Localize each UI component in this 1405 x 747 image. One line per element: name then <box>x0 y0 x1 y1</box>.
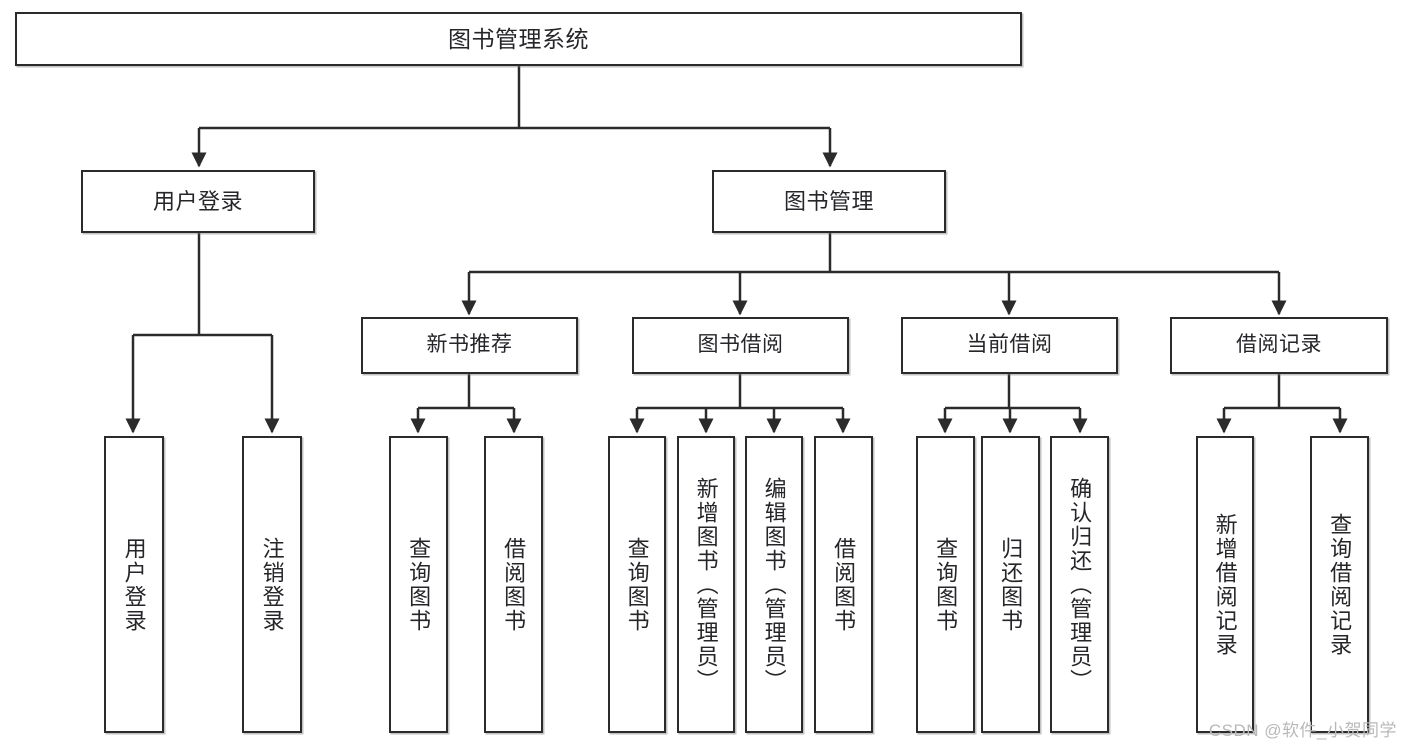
node-leaf-query-book-3-label: 查询图书 <box>933 536 959 633</box>
node-book-manage-label: 图书管理 <box>783 188 874 214</box>
node-leaf-return-book-label: 归还图书 <box>998 536 1024 633</box>
node-leaf-logout-login[interactable]: 注销登录 <box>242 436 302 733</box>
node-leaf-logout-login-label: 注销登录 <box>259 536 285 633</box>
node-leaf-add-record-label: 新增借阅记录 <box>1212 512 1238 657</box>
node-leaf-query-book-2-label: 查询图书 <box>624 536 650 633</box>
node-leaf-edit-book[interactable]: 编辑图书（管理员） <box>745 436 803 733</box>
node-leaf-add-book-label: 新增图书（管理员） <box>693 476 719 693</box>
node-leaf-edit-book-label: 编辑图书（管理员） <box>761 476 787 693</box>
node-leaf-user-login-label: 用户登录 <box>121 536 147 633</box>
node-borrow-record-label: 借阅记录 <box>1236 333 1322 357</box>
node-current-borrow-label: 当前借阅 <box>966 333 1053 357</box>
node-leaf-confirm-return-label: 确认归还（管理员） <box>1067 476 1093 693</box>
watermark-text: CSDN @软件_小贺同学 <box>1208 721 1397 740</box>
node-leaf-query-record-label: 查询借阅记录 <box>1327 512 1353 657</box>
node-new-book-recommend-label: 新书推荐 <box>426 333 513 357</box>
node-leaf-confirm-return[interactable]: 确认归还（管理员） <box>1050 436 1109 733</box>
node-leaf-query-record[interactable]: 查询借阅记录 <box>1310 436 1369 733</box>
node-leaf-add-record[interactable]: 新增借阅记录 <box>1196 436 1254 733</box>
node-leaf-query-book-3[interactable]: 查询图书 <box>916 436 975 733</box>
node-book-borrow[interactable]: 图书借阅 <box>632 317 849 374</box>
node-root[interactable]: 图书管理系统 <box>15 12 1022 66</box>
node-leaf-borrow-book-1[interactable]: 借阅图书 <box>484 436 543 733</box>
node-leaf-return-book[interactable]: 归还图书 <box>981 436 1040 733</box>
node-leaf-borrow-book-2-label: 借阅图书 <box>831 536 857 633</box>
node-leaf-query-book-1-label: 查询图书 <box>406 536 432 633</box>
node-leaf-query-book-2[interactable]: 查询图书 <box>608 436 666 733</box>
node-book-manage[interactable]: 图书管理 <box>712 170 946 233</box>
node-leaf-add-book[interactable]: 新增图书（管理员） <box>677 436 735 733</box>
node-new-book-recommend[interactable]: 新书推荐 <box>361 317 578 374</box>
node-borrow-record[interactable]: 借阅记录 <box>1170 317 1388 374</box>
node-leaf-query-book-1[interactable]: 查询图书 <box>389 436 448 733</box>
node-leaf-borrow-book-2[interactable]: 借阅图书 <box>814 436 873 733</box>
node-current-borrow[interactable]: 当前借阅 <box>901 317 1118 374</box>
node-root-label: 图书管理系统 <box>448 25 589 52</box>
node-book-borrow-label: 图书借阅 <box>697 333 784 357</box>
node-user-login-label: 用户登录 <box>152 188 243 214</box>
node-leaf-borrow-book-1-label: 借阅图书 <box>501 536 527 633</box>
node-leaf-user-login[interactable]: 用户登录 <box>104 436 164 733</box>
node-user-login[interactable]: 用户登录 <box>81 170 315 233</box>
